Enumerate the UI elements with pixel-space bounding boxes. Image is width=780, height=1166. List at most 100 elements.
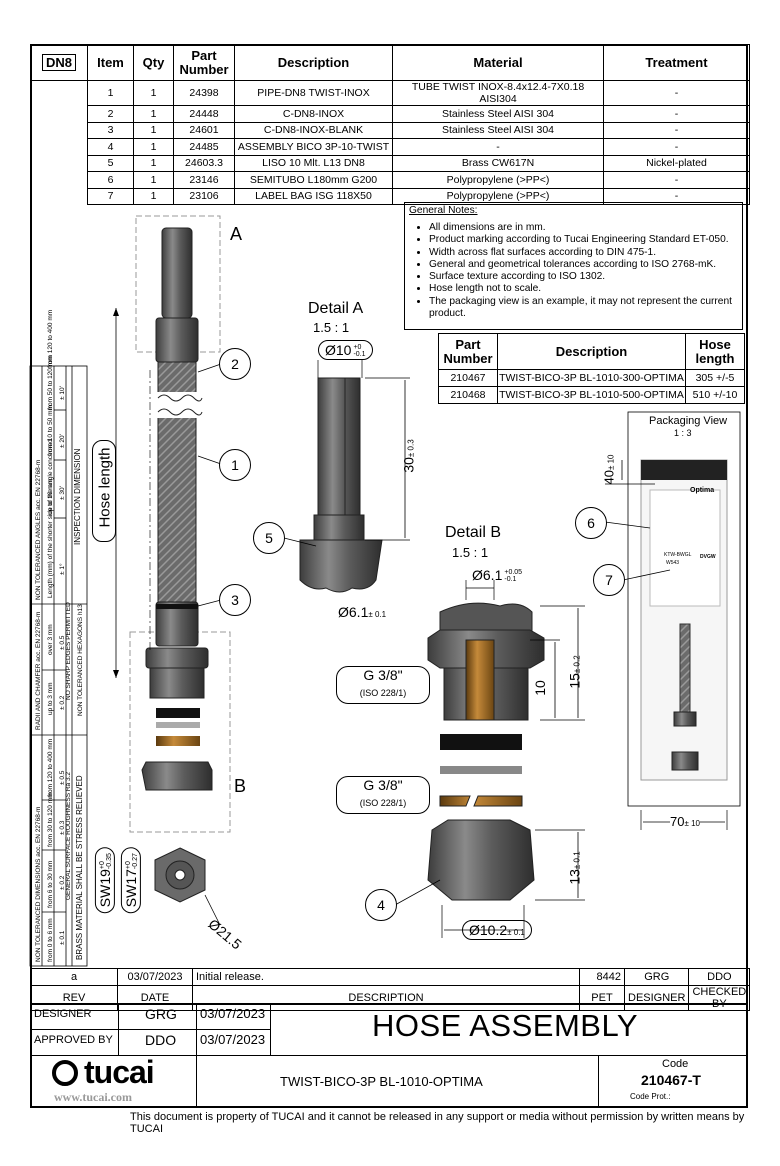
tolerance-text-item: BRASS MATERIAL SHALL BE STRESS RELIEVED <box>75 775 84 960</box>
rev-date: 03/07/2023 <box>117 968 193 986</box>
dim-l10: 10 <box>531 680 548 696</box>
variant-cell: TWIST-BICO-3P BL-1010-500-OPTIMA <box>497 386 686 404</box>
bom-cell: PIPE-DN8 TWIST-INOX <box>234 80 393 106</box>
dim-g38-a: G 3/8"(ISO 228/1) <box>336 666 430 704</box>
title-block <box>30 1003 748 1110</box>
approved-date: 03/07/2023 <box>200 1032 266 1047</box>
designer-date: 03/07/2023 <box>200 1006 266 1021</box>
designer-label: DESIGNER <box>34 1008 92 1020</box>
tolerance-text-item: ± 10' <box>59 386 66 400</box>
bom-cell: TUBE TWIST INOX-8.4x12.4-7X0.18 AISI304 <box>392 80 604 106</box>
rev-header-designer: DESIGNER <box>623 985 690 1011</box>
bom-header-part: Part Number <box>173 44 235 81</box>
detail-b-view <box>427 580 585 938</box>
rev-header-rev: REV <box>30 985 118 1011</box>
rev-designer: GRG <box>623 968 690 986</box>
rev-checked: DDO <box>688 968 751 986</box>
callout-4: 4 <box>365 889 397 921</box>
drawing-subtitle: TWIST-BICO-3P BL-1010-OPTIMA <box>280 1074 483 1089</box>
rev-pet: 8442 <box>579 968 625 986</box>
tolerance-block <box>29 365 88 967</box>
tolerance-text-item: ± 30' <box>59 486 66 500</box>
tolerance-text-item: from 10 to 50 mm <box>47 405 54 456</box>
variant-cell: TWIST-BICO-3P BL-1010-300-OPTIMA <box>497 369 686 387</box>
tolerance-text-item: GENERAL SURFACE ROUGHNESS Ra 3.2 <box>65 772 72 900</box>
callout-1: 1 <box>219 449 251 481</box>
dim-l13: 13± 0.1 <box>566 851 583 885</box>
tolerance-text: NON TOLERANCED ANGLES acc. EN 22768-m Le… <box>35 310 84 962</box>
callout-2: 2 <box>219 348 251 380</box>
tolerance-text-item: up to 10 mm <box>47 479 54 515</box>
rev-header-desc: DESCRIPTION <box>192 985 580 1011</box>
hose-length-box: Hose length <box>92 440 116 542</box>
dim-p70: 70± 10 <box>670 814 700 829</box>
dim-g38-b: G 3/8"(ISO 228/1) <box>336 776 430 814</box>
bom-cell: LABEL BAG ISG 118X50 <box>234 187 393 205</box>
tolerance-text-item: ± 0.3 <box>59 820 66 835</box>
callout-3: 3 <box>219 584 251 616</box>
dim-sw17: SW17+0-0.27 <box>120 847 142 914</box>
footer-notice: This document is property of TUCAI and i… <box>130 1111 745 1135</box>
note-item: Width across flat surfaces according to … <box>429 247 738 259</box>
tolerance-text-item: ± 0.2 <box>59 875 66 890</box>
bom-cell: 1 <box>87 80 134 106</box>
drawing-title: HOSE ASSEMBLY <box>372 1008 639 1043</box>
tolerance-text-item: from 6 to 30 mm <box>47 861 54 908</box>
general-notes: General Notes: All dimensions are in mm.… <box>404 202 743 330</box>
tolerance-text-item: ± 0.5 <box>59 635 66 650</box>
logo-ring-icon <box>52 1060 78 1086</box>
rev-value: a <box>30 968 118 986</box>
hose-length-label: Hose length <box>96 447 114 528</box>
var-header-length: Hose length <box>685 333 745 370</box>
pack-brand: Optima <box>690 487 715 494</box>
designer-value: GRG <box>145 1006 177 1022</box>
tolerance-text-item: from 50 to 120 mm <box>47 355 54 410</box>
tolerance-text-item: from 0 to 6 mm <box>47 918 54 962</box>
tolerance-text-item: NON TOLERANCED HEXAGONS h13 <box>77 604 84 716</box>
dim-d61a: Ø6.1± 0.1 <box>338 604 387 620</box>
bom-cell: - <box>603 187 750 205</box>
tolerance-text-item: ± 0.2 <box>59 695 66 710</box>
tolerance-text-item: from 120 to 400 mm <box>47 739 54 797</box>
leader-lines <box>197 363 671 906</box>
note-item: The packaging view is an example, it may… <box>429 296 738 321</box>
detail-a-scale: 1.5 : 1 <box>313 320 350 335</box>
code-prot-label: Code Prot.: <box>630 1092 671 1101</box>
dim-p40: 40± 10 <box>601 454 617 485</box>
pack-line1: KTW-BWGL <box>664 552 692 558</box>
rev-header-date: DATE <box>117 985 193 1011</box>
callout-7: 7 <box>593 564 625 596</box>
pack-line2: W543 <box>666 560 680 566</box>
variant-cell: 210467 <box>438 369 498 387</box>
dim-d102: Ø10.2± 0.1 <box>462 920 532 940</box>
approved-label: APPROVED BY <box>34 1034 113 1046</box>
tolerance-text-item: RADII AND CHAMFER acc. EN 22768-m <box>35 612 42 730</box>
tolerance-text-item: ± 20' <box>59 434 66 448</box>
view-b-label: B <box>234 776 247 796</box>
bom-cell: Stainless Steel AISI 304 <box>392 121 604 139</box>
variant-cell: 510 +/-10 <box>685 386 745 404</box>
tolerance-text-item: up to 3 mm <box>47 682 54 715</box>
note-item: Surface texture according to ISO 1302. <box>429 271 738 283</box>
detail-b-title: Detail B <box>445 524 502 541</box>
tolerance-text-item: NON TOLERANCED DIMENSIONS acc. EN 22768-… <box>35 807 42 962</box>
dim-d61b: Ø6.1+0.05-0.1 <box>472 567 523 584</box>
bom-cell: Polypropylene (>PP<) <box>392 187 604 205</box>
var-header-part: Part Number <box>438 333 498 370</box>
packaging-view <box>621 411 741 830</box>
callout-5: 5 <box>253 522 285 554</box>
code-label: Code <box>662 1058 689 1070</box>
bom-cell: 24398 <box>173 80 235 106</box>
notes-title: General Notes: <box>409 205 478 216</box>
tolerance-text-item: Length (mm) of the shorter side of the a… <box>47 439 54 598</box>
variant-cell: 305 +/-5 <box>685 369 745 387</box>
hose-assembly-view <box>113 215 231 833</box>
tolerance-text-item: ± 0.5 <box>59 770 66 785</box>
callout-6: 6 <box>575 507 607 539</box>
detail-a-title: Detail A <box>308 300 364 317</box>
